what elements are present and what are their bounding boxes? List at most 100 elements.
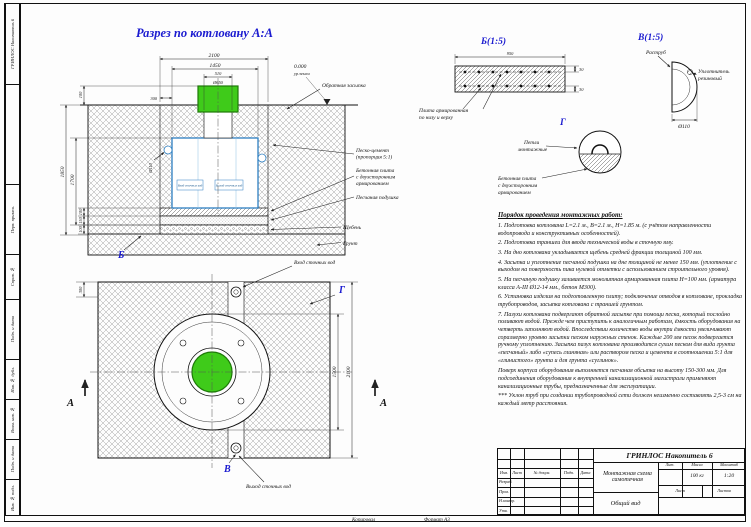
margin-cell [6, 84, 19, 184]
margin-label: Перв. примен. [10, 205, 15, 234]
reinforced-plate [454, 65, 566, 93]
zero-level: 0.000 [294, 64, 307, 70]
section-a-right: А [379, 398, 387, 409]
detail-v-title: В(1:5) [637, 32, 663, 43]
plate-label-1: Бетонная плита [355, 168, 395, 174]
rebar-top [459, 70, 561, 74]
stamp-header-izm: Изм. [499, 469, 509, 475]
detail-b-dim-30-bottom: 30 [579, 87, 584, 92]
main-drawing: Вход сточных вод Выход сточных вод 2100 … [60, 53, 399, 490]
margin-label: Инв. № дубл. [10, 366, 15, 393]
instruction-item: 2. Подготовка траншеи для ввода техничес… [498, 240, 674, 247]
stamp-row-utv: Утв. [499, 507, 508, 513]
tank-outlet-label: Выход сточных вод [216, 184, 243, 188]
instructions-title: Порядок проведения монтажных работ: [498, 212, 623, 219]
margin-cell: Взам. инв. № [6, 399, 19, 439]
dim-plate-thickness: 100 [78, 208, 83, 215]
detail-v-marker: В [223, 464, 231, 475]
stamp-row-razrab: Разраб. [499, 479, 513, 485]
bedding-layers [159, 207, 269, 235]
mount-loop [179, 339, 187, 347]
drawing-frame [20, 3, 746, 516]
detail-b-title: Б(1:5) [480, 36, 506, 47]
stamp-header-podp: Подп. [563, 469, 575, 475]
plan-view: 300 1500 2100 А А Вход сточных вод Выход… [66, 259, 387, 490]
gravel-label: Щебень [342, 224, 362, 231]
mounting-loop [591, 144, 609, 155]
copied-label: Копировал [352, 517, 376, 523]
dim-plan-width: 2100 [346, 366, 352, 377]
detail-b-label-2: по низу и верху [419, 115, 454, 121]
stamp-scale-value: 1:20 [723, 473, 735, 480]
stamp-product: ГРИНЛОС Накопитель 6 [626, 450, 713, 460]
dim-offset: 300 [150, 96, 157, 101]
outlet-pipe-plan [230, 442, 242, 454]
section-view: Вход сточных вод Выход сточных вод 2100 … [60, 53, 399, 261]
dim-circle: 1500 [332, 366, 338, 377]
detail-b-dim-length: 950 [507, 51, 514, 56]
instruction-item: 6. Установка изделия на подготовленную п… [498, 294, 743, 309]
detail-g-plate-label-1: Бетонная плита [497, 176, 537, 182]
instruction-item: 5. На песчаную подушку заливается моноли… [498, 277, 737, 291]
left-margin: ГРИНЛОС Накопитель 6 Перв. примен. Справ… [5, 3, 20, 516]
section-line-a: А А [66, 379, 387, 409]
stamp-mass: Масса [691, 462, 703, 468]
mount-loop [237, 339, 245, 347]
margin-label: Подп. и дата [10, 446, 15, 473]
dim-neck-width: 510 [215, 71, 222, 76]
stamp-sheets: Листов [717, 487, 731, 493]
plan-callouts: Вход сточных вод Выход сточных вод Г В [223, 259, 346, 490]
stamp-view: Общий вид [610, 499, 641, 507]
sandcement-label-1: Песко-цемент [355, 148, 389, 154]
inlet-pipe-plan [230, 286, 242, 298]
dim-tank-depth: 1700 [70, 174, 76, 185]
dim-pipe-dia: Ø110 [148, 162, 153, 173]
loops-label-2: монтажные [517, 147, 548, 153]
dim-plan-offset: 300 [78, 286, 83, 293]
plan-inlet-label: Вход сточных вод [294, 259, 336, 266]
dim-tank-width: 1450 [210, 62, 221, 69]
subsoil-hatch [87, 233, 346, 256]
section-a-left: А [66, 398, 74, 409]
plan-dimensions: 300 1500 2100 [76, 281, 358, 459]
plate-label-2: с двухсторонним [356, 174, 396, 181]
dim-neck-dia: Ø650 [212, 80, 224, 85]
margin-product-label: ГРИНЛОС Накопитель 6 [10, 19, 15, 69]
instruction-item: 7. Пазухи котлована подвергают обратной … [498, 311, 741, 364]
instruction-note: Поверх корпуса оборудования выполняется … [498, 368, 727, 390]
gravel-layer [159, 224, 269, 235]
margin-cell: Справ. № [6, 254, 19, 299]
stamp-sheet: Лист [675, 487, 685, 493]
mount-loop [179, 397, 187, 405]
stamp-scale: Масштаб [720, 462, 738, 468]
inlet-pipe [163, 145, 173, 155]
detail-g: Г Петли монтажные Бетонная плита с двухс… [497, 118, 622, 196]
tank-body [171, 137, 259, 209]
plate-section [579, 153, 621, 173]
concrete-plate [159, 207, 269, 217]
mount-loop [237, 397, 245, 405]
section-callouts: Обратная засыпка Песко-цемент (пропорция… [117, 82, 399, 261]
dim-gravel-thickness: 100 [78, 225, 83, 232]
soil-label: Грунт [342, 241, 358, 247]
tank-assembly: Вход сточных вод Выход сточных вод [163, 78, 267, 214]
margin-cell: Перв. примен. [6, 184, 19, 254]
ground-level-label: ур.земли [293, 71, 310, 76]
sandcement-label-2: (пропорция 5:1) [356, 154, 392, 161]
stamp-row-prov: Пров. [499, 488, 510, 494]
level-mark [323, 99, 331, 105]
backfill-label: Обратная засыпка [322, 82, 366, 89]
rebar-bottom [459, 84, 561, 88]
seal-label-1: Уплотнитель [698, 69, 730, 75]
detail-g-title: Г [559, 118, 566, 128]
dim-pit-depth: 1850 [60, 166, 66, 177]
margin-label: Инв. № подл. [10, 485, 15, 512]
dim-sand-thickness: 150 [78, 216, 83, 223]
instruction-item: 4. Засыпка и уплотнение песчаной подушки… [498, 259, 737, 274]
stamp-header-list: Лист [512, 469, 522, 475]
margin-label: Подп. и дата [10, 316, 15, 343]
section-view-title: Разрез по котловану А:А [136, 26, 273, 40]
plate-label-3: армированием [356, 181, 389, 187]
plan-outlet-label: Выход сточных вод [246, 483, 291, 490]
stamp-header-data: Дата [580, 469, 591, 475]
